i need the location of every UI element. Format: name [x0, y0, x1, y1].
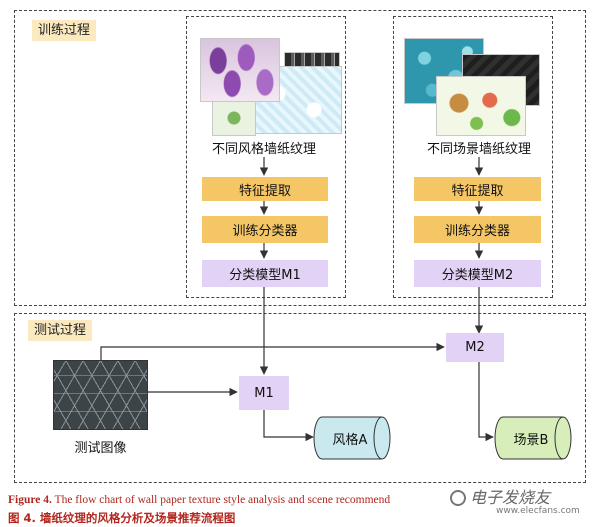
scene-samples-caption: 不同场景墙纸纹理	[426, 142, 531, 157]
arrow-test-image-to-m2	[100, 342, 445, 360]
style-texture-sample-4	[212, 100, 256, 136]
testing-section	[14, 313, 586, 483]
testing-label: 测试过程	[28, 320, 93, 341]
watermark-text: 电子发烧友	[470, 488, 551, 507]
arrow-m2-to-result-b	[478, 362, 494, 442]
scene-feature-extraction-box: 特征提取	[414, 177, 541, 201]
classifier-m2-node: M2	[446, 333, 504, 362]
training-label: 训练过程	[32, 20, 97, 41]
style-train-classifier-box: 训练分类器	[202, 216, 328, 243]
style-feature-extraction-box: 特征提取	[202, 177, 328, 201]
figure-caption-en-label: Figure 4.	[8, 494, 52, 506]
result-scene-b-shape	[494, 416, 572, 460]
scene-branch-frame	[393, 16, 553, 298]
style-branch-frame	[186, 16, 346, 298]
figure-caption-en: Figure 4. The flow chart of wall paper t…	[8, 494, 390, 506]
training-section	[14, 10, 586, 306]
test-image-caption: 测试图像	[74, 441, 127, 456]
figure-caption-en-text: The flow chart of wall paper texture sty…	[51, 494, 391, 506]
arrow-m1-to-result-a	[263, 410, 314, 442]
scene-train-classifier-box: 训练分类器	[414, 216, 541, 243]
watermark-logo-icon	[450, 490, 466, 506]
style-model-m1-box: 分类模型M1	[202, 260, 328, 287]
scene-texture-sample-3	[436, 76, 526, 136]
result-scene-b-label: 场景B	[513, 432, 549, 448]
classifier-m1-node: M1	[239, 376, 289, 410]
scene-model-m2-box: 分类模型M2	[414, 260, 541, 287]
style-texture-sample-1	[200, 38, 280, 102]
result-style-a-shape	[313, 416, 391, 460]
result-style-a-label: 风格A	[332, 432, 368, 448]
test-image	[53, 360, 148, 430]
figure-caption-cn: 图 4. 墙纸纹理的风格分析及场景推荐流程图	[8, 511, 236, 525]
watermark-url: www.elecfans.com	[496, 506, 580, 516]
style-samples-caption: 不同风格墙纸纹理	[211, 142, 316, 157]
